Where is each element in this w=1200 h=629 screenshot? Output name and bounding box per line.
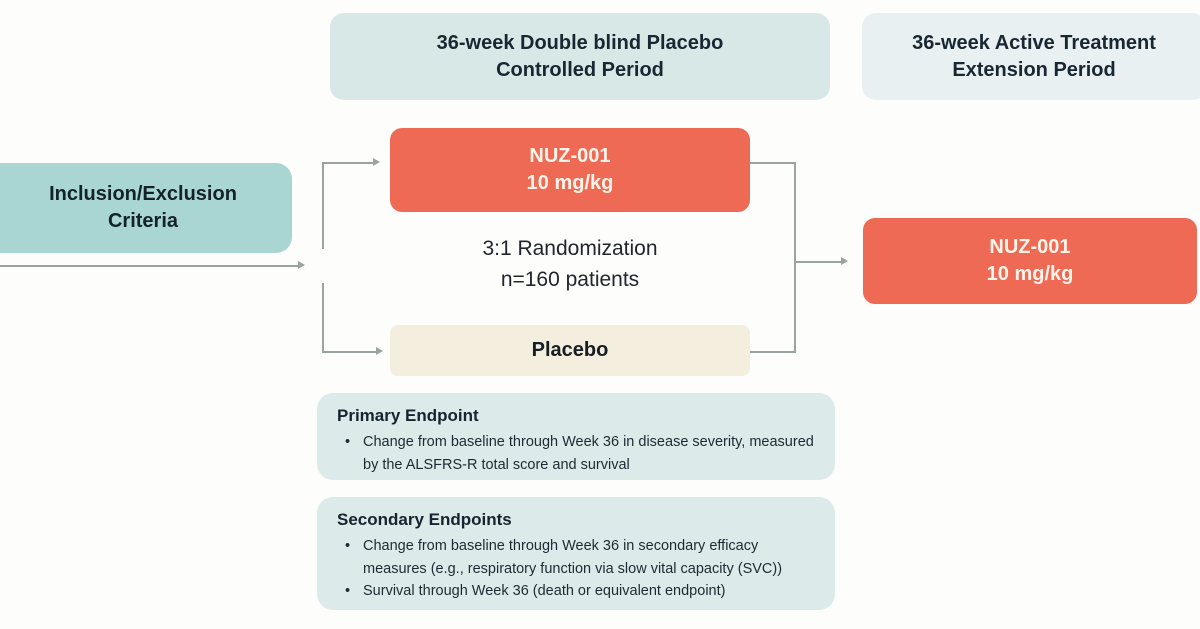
nuz-001-extension-box: NUZ-001 10 mg/kg: [863, 218, 1197, 304]
entry-arrowhead-icon: [298, 261, 305, 269]
secondary-endpoint-bullet: Survival through Week 36 (death or equiv…: [337, 580, 815, 603]
secondary-endpoints-title: Secondary Endpoints: [337, 510, 512, 529]
nuz-ext-line2: 10 mg/kg: [986, 263, 1074, 285]
criteria-line2: Criteria: [107, 210, 179, 232]
nuz-001-double-blind-box: NUZ-001 10 mg/kg: [390, 128, 750, 212]
inclusion-exclusion-box: Inclusion/Exclusion Criteria: [0, 163, 292, 253]
placebo-box: Placebo: [390, 325, 750, 376]
drug-merge-line: [750, 162, 795, 164]
nuz-db-line1: NUZ-001: [529, 145, 611, 167]
primary-endpoint-box: Primary Endpoint Change from baseline th…: [317, 393, 835, 480]
primary-endpoint-bullet: Change from baseline through Week 36 in …: [337, 431, 815, 476]
randomization-note: 3:1 Randomization n=160 patients: [390, 233, 750, 295]
secondary-endpoints-box: Secondary Endpoints Change from baseline…: [317, 497, 835, 610]
extension-connector-line: [794, 261, 842, 263]
double-blind-period-header: 36-week Double blind Placebo Controlled …: [330, 13, 830, 100]
randomization-line2: n=160 patients: [500, 268, 640, 291]
branch-to-drug-line: [322, 162, 374, 164]
branch-to-placebo-arrowhead-icon: [376, 347, 383, 355]
branch-vertical-lower-line: [322, 283, 324, 353]
secondary-endpoint-bullet: Change from baseline through Week 36 in …: [337, 535, 815, 580]
primary-endpoint-title: Primary Endpoint: [337, 406, 479, 425]
branch-to-drug-arrowhead-icon: [373, 158, 380, 166]
nuz-db-line2: 10 mg/kg: [526, 172, 614, 194]
branch-to-placebo-line: [322, 351, 377, 353]
extension-period-line1: 36-week Active Treatment: [912, 31, 1156, 54]
criteria-line1: Inclusion/Exclusion: [49, 183, 237, 205]
branch-vertical-upper-line: [322, 162, 324, 249]
placebo-merge-line: [750, 351, 795, 353]
extension-arrowhead-icon: [841, 257, 848, 265]
primary-endpoint-list: Change from baseline through Week 36 in …: [337, 431, 815, 476]
placebo-label: Placebo: [531, 339, 609, 361]
double-blind-period-line1: 36-week Double blind Placebo: [436, 31, 724, 54]
nuz-ext-line1: NUZ-001: [989, 236, 1071, 258]
randomization-line1: 3:1 Randomization: [482, 237, 658, 260]
merge-vertical-line: [794, 162, 796, 353]
double-blind-period-line2: Controlled Period: [496, 58, 664, 81]
entry-connector-line: [0, 265, 299, 267]
extension-period-line2: Extension Period: [952, 58, 1116, 81]
extension-period-header: 36-week Active Treatment Extension Perio…: [862, 13, 1200, 100]
secondary-endpoints-list: Change from baseline through Week 36 in …: [337, 535, 815, 603]
